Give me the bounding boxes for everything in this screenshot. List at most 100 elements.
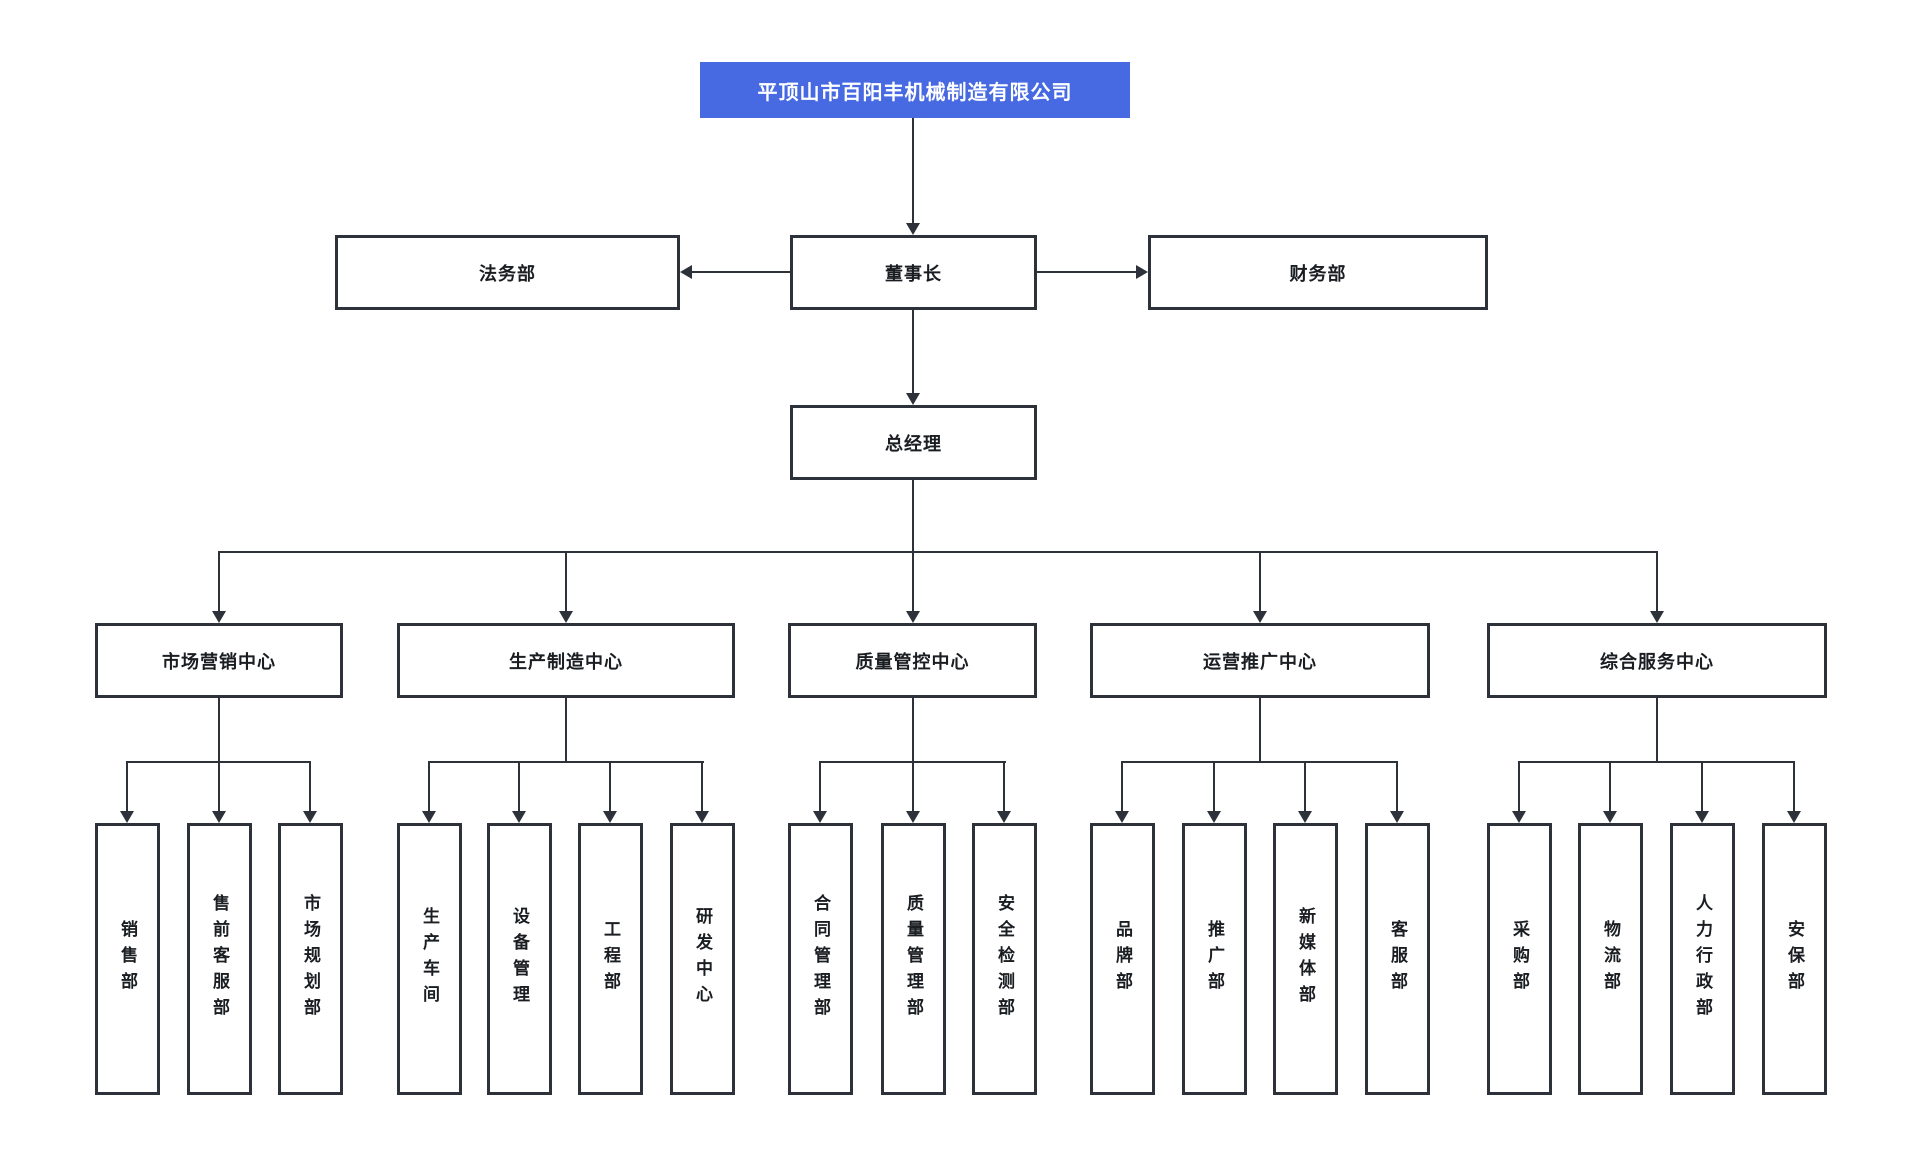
connector-line	[912, 761, 914, 813]
arrow-down-icon	[1695, 811, 1709, 823]
dept-node-procurement[interactable]: 采购部	[1487, 823, 1552, 1095]
arrow-down-icon	[1253, 611, 1267, 623]
dept-node-promotion[interactable]: 推广部	[1182, 823, 1247, 1095]
arrow-down-icon	[906, 393, 920, 405]
connector-line	[218, 761, 220, 813]
company-root-label: 平顶山市百阳丰机械制造有限公司	[757, 81, 1073, 104]
arrow-down-icon	[1207, 811, 1221, 823]
dept-node-new-media[interactable]: 新媒体部	[1273, 823, 1338, 1095]
connector-line	[609, 761, 611, 813]
dept-node-security[interactable]: 安保部	[1762, 823, 1827, 1095]
connector-line	[126, 761, 128, 813]
connector-line	[819, 761, 821, 813]
connector-line	[309, 761, 311, 813]
chairman-node[interactable]: 董事长	[790, 235, 1037, 310]
connector-line	[1259, 698, 1261, 762]
arrow-down-icon	[906, 611, 920, 623]
dept-label-production-workshop: 生产车间	[420, 907, 439, 1011]
connector-line	[1656, 698, 1658, 762]
arrow-down-icon	[1115, 811, 1129, 823]
general-manager-label: 总经理	[885, 433, 942, 454]
dept-node-customer-service[interactable]: 客服部	[1365, 823, 1430, 1095]
connector-line	[1701, 761, 1703, 813]
dept-label-quality-management: 质量管理部	[904, 894, 923, 1024]
connector-line	[912, 310, 914, 395]
arrow-right-icon	[1136, 265, 1148, 279]
connector-line	[428, 761, 430, 813]
connector-line	[565, 551, 567, 612]
dept-node-logistics[interactable]: 物流部	[1578, 823, 1643, 1095]
dept-label-procurement: 采购部	[1510, 920, 1529, 998]
arrow-down-icon	[422, 811, 436, 823]
connector-line	[912, 698, 914, 762]
connector-line	[1003, 761, 1005, 813]
center-node-production[interactable]: 生产制造中心	[397, 623, 735, 698]
center-label-quality: 质量管控中心	[855, 651, 970, 672]
arrow-down-icon	[1603, 811, 1617, 823]
dept-node-equipment-management[interactable]: 设备管理	[487, 823, 552, 1095]
arrow-down-icon	[1512, 811, 1526, 823]
center-node-marketing[interactable]: 市场营销中心	[95, 623, 343, 698]
dept-node-presales-service[interactable]: 售前客服部	[187, 823, 252, 1095]
connector-line	[1518, 761, 1520, 813]
dept-node-brand[interactable]: 品牌部	[1090, 823, 1155, 1095]
chairman-label: 董事长	[885, 263, 942, 284]
dept-node-sales[interactable]: 销售部	[95, 823, 160, 1095]
finance-dept-label: 财务部	[1289, 263, 1347, 284]
connector-line	[218, 551, 220, 612]
connector-line	[912, 480, 914, 552]
arrow-down-icon	[512, 811, 526, 823]
legal-dept-node[interactable]: 法务部	[335, 235, 680, 310]
dept-label-hr-admin: 人力行政部	[1693, 894, 1712, 1024]
company-root-node[interactable]: 平顶山市百阳丰机械制造有限公司	[700, 62, 1130, 118]
center-label-marketing: 市场营销中心	[162, 651, 276, 672]
center-node-services[interactable]: 综合服务中心	[1487, 623, 1827, 698]
arrow-down-icon	[120, 811, 134, 823]
center-node-quality[interactable]: 质量管控中心	[788, 623, 1037, 698]
connector-line	[1518, 761, 1795, 763]
arrow-down-icon	[559, 611, 573, 623]
dept-label-presales-service: 售前客服部	[210, 894, 229, 1024]
dept-node-safety-inspection[interactable]: 安全检测部	[972, 823, 1037, 1095]
arrow-left-icon	[680, 265, 692, 279]
arrow-down-icon	[303, 811, 317, 823]
center-node-operations[interactable]: 运营推广中心	[1090, 623, 1430, 698]
connector-line	[1037, 271, 1137, 273]
dept-label-security: 安保部	[1785, 920, 1804, 998]
arrow-down-icon	[1390, 811, 1404, 823]
connector-line	[1259, 551, 1261, 612]
dept-label-brand: 品牌部	[1113, 920, 1132, 998]
dept-node-rnd-center[interactable]: 研发中心	[670, 823, 735, 1095]
arrow-down-icon	[212, 611, 226, 623]
arrow-down-icon	[1298, 811, 1312, 823]
dept-label-engineering: 工程部	[601, 920, 620, 998]
finance-dept-node[interactable]: 财务部	[1148, 235, 1488, 310]
general-manager-node[interactable]: 总经理	[790, 405, 1037, 480]
dept-node-hr-admin[interactable]: 人力行政部	[1670, 823, 1735, 1095]
dept-label-safety-inspection: 安全检测部	[995, 894, 1014, 1024]
connector-line	[218, 551, 1658, 553]
connector-line	[518, 761, 520, 813]
dept-label-market-planning: 市场规划部	[301, 894, 320, 1024]
arrow-down-icon	[603, 811, 617, 823]
dept-node-quality-management[interactable]: 质量管理部	[881, 823, 946, 1095]
dept-label-sales: 销售部	[118, 920, 137, 998]
dept-label-equipment-management: 设备管理	[510, 907, 529, 1011]
connector-line	[428, 761, 704, 763]
connector-line	[690, 271, 790, 273]
dept-node-contract-management[interactable]: 合同管理部	[788, 823, 853, 1095]
dept-label-customer-service: 客服部	[1388, 920, 1407, 998]
arrow-down-icon	[997, 811, 1011, 823]
arrow-down-icon	[906, 811, 920, 823]
connector-line	[1656, 551, 1658, 612]
dept-node-engineering[interactable]: 工程部	[578, 823, 643, 1095]
center-label-operations: 运营推广中心	[1203, 651, 1317, 672]
dept-node-production-workshop[interactable]: 生产车间	[397, 823, 462, 1095]
connector-line	[912, 551, 914, 612]
connector-line	[1304, 761, 1306, 813]
arrow-down-icon	[695, 811, 709, 823]
connector-line	[1213, 761, 1215, 813]
arrow-down-icon	[212, 811, 226, 823]
dept-node-market-planning[interactable]: 市场规划部	[278, 823, 343, 1095]
arrow-down-icon	[906, 223, 920, 235]
